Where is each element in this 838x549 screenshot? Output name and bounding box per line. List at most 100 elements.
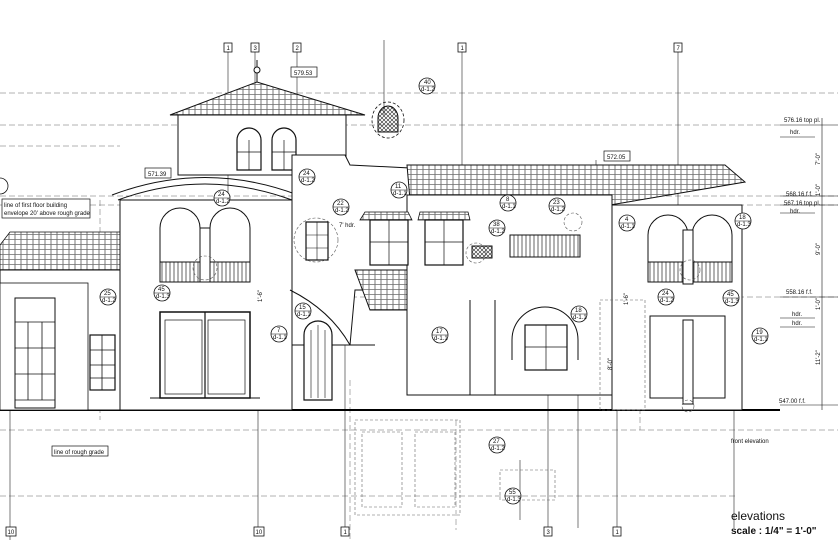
callout-box-10b [5, 526, 17, 537]
svg-text:27: 27 [493, 439, 500, 445]
elev-576: 576.16 top pl. [784, 118, 821, 124]
svg-text:45: 45 [727, 292, 734, 298]
callout-18b: 18 d-1.1 [570, 305, 588, 323]
callout-box-1d-label: 1 [616, 530, 620, 536]
hdr-2: hdr. [790, 209, 800, 215]
svg-text:18: 18 [739, 215, 746, 221]
notes: line of first floor building envelope 20… [1, 198, 769, 457]
svg-text:25: 25 [104, 291, 111, 297]
left-tower [111, 60, 366, 411]
svg-text:d-1.3: d-1.3 [507, 497, 521, 503]
callout-box-3-label: 3 [254, 46, 258, 52]
svg-text:40: 40 [424, 80, 431, 86]
callout-box-1c-label: 1 [344, 530, 348, 536]
callout-24c: 24 d-1.2 [657, 288, 675, 306]
svg-text:d-1.3: d-1.3 [156, 294, 170, 300]
svg-text:d-1.2: d-1.2 [102, 298, 116, 304]
dim-7-0: 7'-0" [816, 153, 822, 165]
svg-text:d-1.2: d-1.2 [491, 446, 505, 452]
callout-25: 25 d-1.2 [99, 288, 117, 306]
callout-23: 23 d-1.2 [548, 197, 566, 215]
dim-8-0: 8'-0" [608, 358, 614, 370]
callout-box-3b-label: 3 [547, 530, 551, 536]
callout-box-3b [543, 526, 553, 537]
callout-box-10a [253, 526, 265, 537]
svg-text:17: 17 [436, 329, 443, 335]
callout-box-1b [457, 42, 467, 53]
box-callouts: 1 3 2 1 7 10 1 3 1 10 [5, 42, 683, 537]
callout-18a: 18 d-1.3 [734, 212, 752, 230]
right-wing [611, 204, 743, 411]
left-wing [0, 231, 126, 411]
svg-text:15: 15 [299, 305, 306, 311]
callout-box-10a-label: 10 [256, 530, 263, 536]
hdr-1: hdr. [790, 130, 800, 136]
elev-579: 579.53 [294, 71, 313, 77]
callout-8: 8 d-1.1 [499, 194, 517, 212]
svg-text:d-1.1: d-1.1 [393, 191, 407, 197]
callout-15: 15 d-1.1 [294, 302, 312, 320]
callout-box-2-label: 2 [296, 46, 300, 52]
callout-4: 4 d-1.1 [618, 214, 636, 232]
callout-box-1-label: 1 [227, 46, 231, 52]
svg-text:d-1.3: d-1.3 [725, 299, 739, 305]
callout-24a: 24 d-1.2 [213, 189, 231, 207]
svg-text:d-1.2: d-1.2 [216, 199, 230, 205]
callout-11: 11 d-1.1 [390, 181, 408, 199]
drawing-scale: scale : 1/4" = 1'-0" [731, 526, 817, 537]
callout-27: 27 d-1.2 [488, 436, 506, 454]
round-vent [371, 101, 405, 139]
svg-text:d-1.3: d-1.3 [737, 222, 751, 228]
svg-text:7: 7 [277, 328, 281, 334]
callout-box-1c [340, 526, 350, 537]
svg-text:11: 11 [395, 184, 402, 190]
svg-text:d-1.1: d-1.1 [297, 312, 311, 318]
elev-572: 572.05 [607, 155, 626, 161]
callout-55: 55 d-1.3 [504, 487, 522, 505]
dim-left-1-6: 1'-6" [258, 290, 264, 302]
svg-text:24: 24 [303, 171, 310, 177]
callout-24b: 24 d-1.2 [298, 168, 316, 186]
note-first-floor-2: envelope 20' above rough grade [4, 211, 91, 217]
callout-45b: 45 d-1.3 [722, 289, 740, 307]
svg-text:d-1.1: d-1.1 [621, 224, 635, 230]
svg-text:d-1.1: d-1.1 [502, 204, 516, 210]
dim-mid-1-6: 1'-6" [624, 293, 630, 305]
svg-text:d-1.2: d-1.2 [660, 298, 674, 304]
callout-box-3 [250, 42, 260, 53]
detail-circles [192, 212, 701, 413]
callout-45a: 45 d-1.3 [153, 284, 171, 302]
elev-558: 558.16 f.f. [786, 290, 813, 296]
garage-outline [354, 299, 646, 516]
elev-568: 568.16 f.f. [786, 192, 813, 198]
callout-box-7-label: 7 [677, 46, 681, 52]
callout-17: 17 d-1.1 [431, 326, 449, 344]
svg-text:24: 24 [662, 291, 669, 297]
dim-11-2: 11'-2" [816, 350, 822, 365]
callout-box-10b-label: 10 [8, 530, 15, 536]
elev-571: 571.39 [148, 172, 167, 178]
svg-text:8: 8 [506, 197, 510, 203]
elevation-labels: 579.53 571.39 572.05 576.16 top pl. hdr.… [144, 66, 838, 410]
elev-567: 567.16 top pl. [784, 201, 821, 207]
callout-box-2 [292, 42, 302, 53]
elev-547: 547.00 f.f. [779, 399, 806, 405]
svg-text:18: 18 [575, 308, 582, 314]
svg-text:d-1.1: d-1.1 [434, 336, 448, 342]
svg-text:d-1.2: d-1.2 [491, 229, 505, 235]
svg-text:24: 24 [218, 192, 225, 198]
hdr-4: hdr. [792, 321, 802, 327]
svg-text:d-1.2: d-1.2 [421, 87, 435, 93]
svg-text:55: 55 [509, 490, 516, 496]
center-right-section [359, 164, 747, 396]
hdr-3: hdr. [792, 312, 802, 318]
callout-19: 19 d-1.1 [751, 327, 769, 345]
callout-7b: 7 d-1.1 [270, 325, 288, 343]
svg-text:d-1.1: d-1.1 [754, 337, 768, 343]
svg-text:d-1.2: d-1.2 [301, 178, 315, 184]
dim-7-hdr: 7' hdr. [339, 223, 355, 229]
svg-text:d-1.2: d-1.2 [551, 207, 565, 213]
callout-box-1 [223, 42, 233, 53]
